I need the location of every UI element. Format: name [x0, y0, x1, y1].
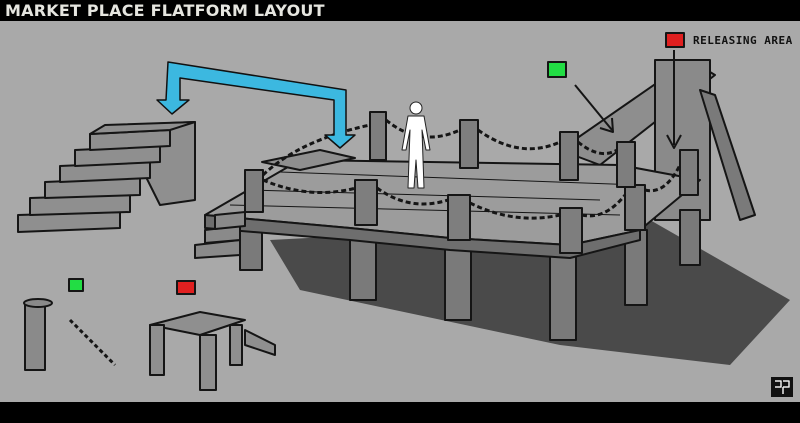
- title-bar: MARKET PLACE FLATFORM LAYOUT: [0, 0, 800, 21]
- deck-planks: [229, 171, 641, 216]
- bottom-bar: [0, 402, 800, 423]
- tower-brace: [699, 89, 756, 221]
- back-stair-landing: [261, 149, 356, 171]
- page-title: MARKET PLACE FLATFORM LAYOUT: [5, 1, 325, 20]
- sketch-canvas: RELEASING AREA: [0, 21, 800, 402]
- post-prop: [23, 298, 117, 371]
- marker-green-top: [547, 61, 567, 78]
- platform-edge: [204, 214, 641, 259]
- small-platform-prop: [149, 311, 276, 391]
- platform-shadow: [270, 220, 790, 365]
- marker-green-post: [68, 278, 84, 292]
- releasing-arrows: [574, 50, 682, 149]
- left-staircase: [17, 121, 196, 233]
- chains: [261, 118, 682, 220]
- releasing-area-label: RELEASING AREA: [693, 34, 793, 47]
- marker-red-small-platform: [176, 280, 196, 295]
- platform-stairs: [194, 211, 246, 259]
- chain-posts: [244, 111, 699, 254]
- artist-logo: [771, 377, 793, 397]
- marker-red-releasing: [665, 32, 685, 48]
- human-silhouette: [401, 101, 431, 189]
- platform-sketch: [17, 32, 793, 397]
- direction-arrow-blue: [156, 61, 356, 149]
